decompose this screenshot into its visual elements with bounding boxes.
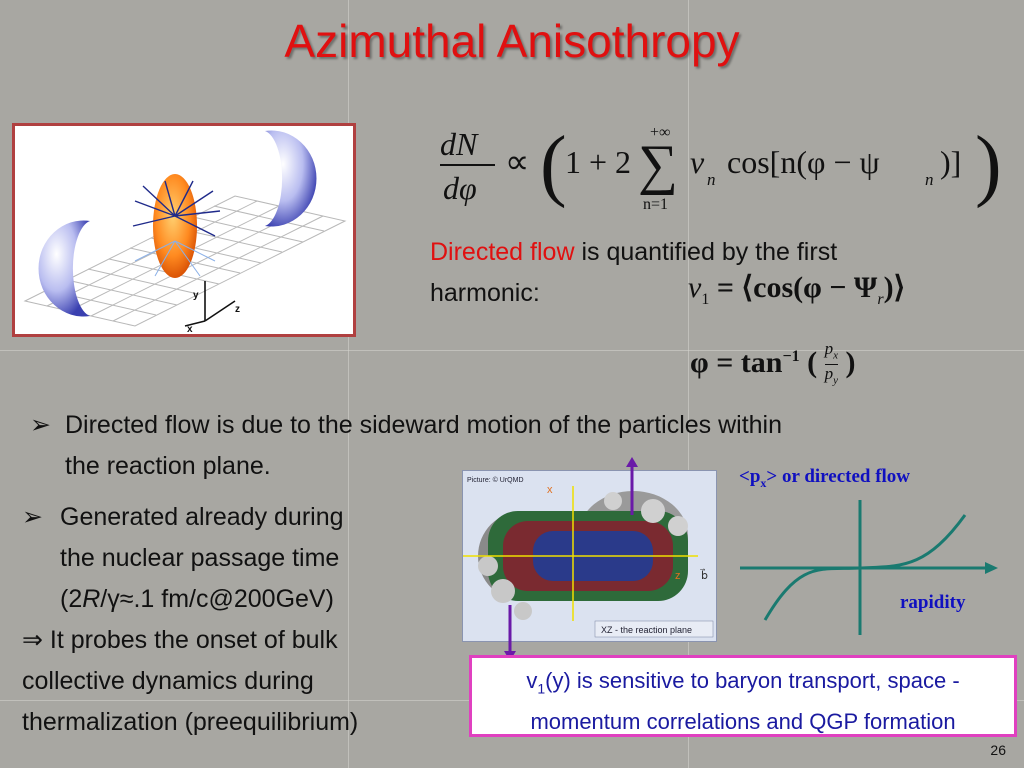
axes-triad: [184, 281, 236, 327]
directed-flow-sketch: [740, 500, 998, 635]
sim-axis-b: b⃗: [699, 568, 708, 582]
axis-x-label: x: [187, 324, 193, 334]
sim-caption: XZ - the reaction plane: [601, 625, 692, 635]
background-gridline: [0, 350, 1024, 351]
bullet-2-line2: the nuclear passage time: [60, 544, 340, 572]
bullet-arrow-2: ➢: [22, 503, 43, 531]
rapidity-axis-head: [985, 562, 998, 574]
proportional-symbol: ∝: [505, 144, 530, 181]
v1-rhs-close: )⟩: [883, 271, 906, 304]
collision-illustration: y z x: [12, 123, 356, 337]
flow-ylabel-a: <p: [739, 466, 761, 487]
phi-close: ): [845, 345, 856, 379]
flow-ylabel-sub: x: [760, 475, 767, 490]
urqmd-simulation-image: Picture: © UrQMD x z b⃗ XZ - the reactio…: [462, 470, 717, 642]
impact-arrows: [504, 457, 638, 661]
formula-numerator: dN: [440, 126, 478, 162]
v1-rhs: = ⟨cos(φ − Ψ: [716, 271, 878, 304]
term-v: v: [690, 144, 705, 180]
participant-zone: [153, 174, 197, 278]
flow-arrows-light: [134, 240, 216, 277]
sim-caption-box: [594, 620, 714, 638]
bullet-3-line2: collective dynamics during: [22, 667, 314, 695]
bullet-1-line1: Directed flow is due to the sideward mot…: [65, 411, 783, 439]
arrow-up-head: [626, 457, 638, 467]
flow-ylabel-b: > or directed flow: [766, 466, 911, 487]
bullet-2-line3: (2R/γ≈.1 fm/c@200GeV): [60, 579, 334, 620]
axis-y-label: y: [193, 290, 199, 301]
phi-open: (: [807, 345, 818, 379]
formula-denominator: dφ: [443, 170, 477, 206]
sim-credit: Picture: © UrQMD: [467, 476, 524, 484]
anisotropy-formula: dN dφ ∝ ( 1 + 2 +∞ ∑ n=1 v n cos[n(φ − ψ…: [435, 120, 1002, 220]
conclusion-line2: momentum correlations and QGP formation: [530, 709, 956, 735]
phi-formula: φ = tan−1 ( px py ): [690, 340, 856, 390]
left-paren: (: [540, 121, 567, 209]
flow-plot-ylabel: <px> or directed flow: [739, 466, 910, 491]
bullet-2-line3-R: R: [82, 585, 101, 613]
v1-formula: v1 = ⟨cos(φ − Ψr)⟩: [688, 270, 905, 309]
background-gridline: [688, 0, 689, 768]
one-plus-two: 1 + 2: [565, 144, 632, 180]
bullet-1-line2: the reaction plane.: [65, 452, 271, 480]
v1-sub: 1: [701, 291, 710, 308]
simulation-drawing: Picture: © UrQMD x z b⃗ XZ - the reactio…: [463, 476, 714, 638]
nucleus-left: [38, 220, 90, 317]
fraction-bar: [440, 164, 495, 166]
page-number: 26: [990, 742, 1006, 758]
flow-arrows: [132, 180, 221, 237]
directed-flow-line1: Directed flow is quantified by the first: [430, 237, 837, 267]
conclusion-line1-rest: (y) is sensitive to baryon transport, sp…: [545, 668, 960, 693]
term-cos: cos[n(φ − ψ: [727, 144, 880, 180]
right-paren: ): [975, 121, 1002, 209]
conclusion-v: v: [526, 668, 538, 693]
sim-axis-z: z: [675, 570, 681, 582]
sum-upper: +∞: [650, 124, 671, 141]
phi-denominator: py: [825, 365, 838, 389]
bullet-2-line1: Generated already during: [60, 503, 344, 531]
v1-v: v: [688, 271, 702, 304]
phi-fraction: px py: [824, 339, 839, 390]
phi-lhs: φ = tan: [690, 345, 783, 379]
bullet-2-line3-b: /γ≈.1 fm/c@200GeV): [100, 585, 334, 613]
bullet-3-line1: ⇒ It probes the onset of bulk: [22, 626, 338, 654]
sim-axis-x: x: [547, 484, 553, 496]
axis-z-label: z: [235, 304, 240, 315]
conclusion-v-sub: 1: [537, 680, 546, 697]
conclusion-line1: v1(y) is sensitive to baryon transport, …: [472, 664, 1014, 705]
background-gridline: [348, 0, 349, 768]
v1-psi-sub: r: [877, 291, 884, 308]
directed-flow-red: Directed flow: [430, 238, 575, 266]
slide-title: Azimuthal Anisothropy: [284, 15, 740, 67]
term-psi-sub: n: [925, 170, 934, 189]
phi-num-sub: x: [833, 349, 839, 362]
conclusion-box: v1(y) is sensitive to baryon transport, …: [469, 655, 1017, 737]
phi-den-sub: y: [833, 374, 839, 387]
bullet-3-line3: thermalization (preequilibrium): [22, 708, 359, 736]
term-v-sub: n: [707, 170, 716, 189]
phi-numerator: px: [824, 339, 839, 366]
phi-exp: −1: [782, 347, 800, 365]
directed-flow-rest: is quantified by the first: [574, 238, 838, 266]
bullet-2-line3-a: (2: [60, 585, 83, 613]
sum-symbol: ∑: [638, 134, 678, 196]
bullet-arrow-1: ➢: [30, 411, 51, 439]
nucleus-right: [265, 130, 317, 227]
phi-den: p: [824, 364, 834, 384]
flow-plot-xlabel: rapidity: [900, 592, 966, 613]
term-close: )]: [940, 144, 962, 180]
phi-num: p: [824, 339, 834, 358]
directed-flow-line2: harmonic:: [430, 279, 540, 307]
sum-lower: n=1: [643, 196, 669, 213]
collision-diagram: y z x: [23, 130, 347, 335]
v1-curve: [763, 514, 967, 621]
